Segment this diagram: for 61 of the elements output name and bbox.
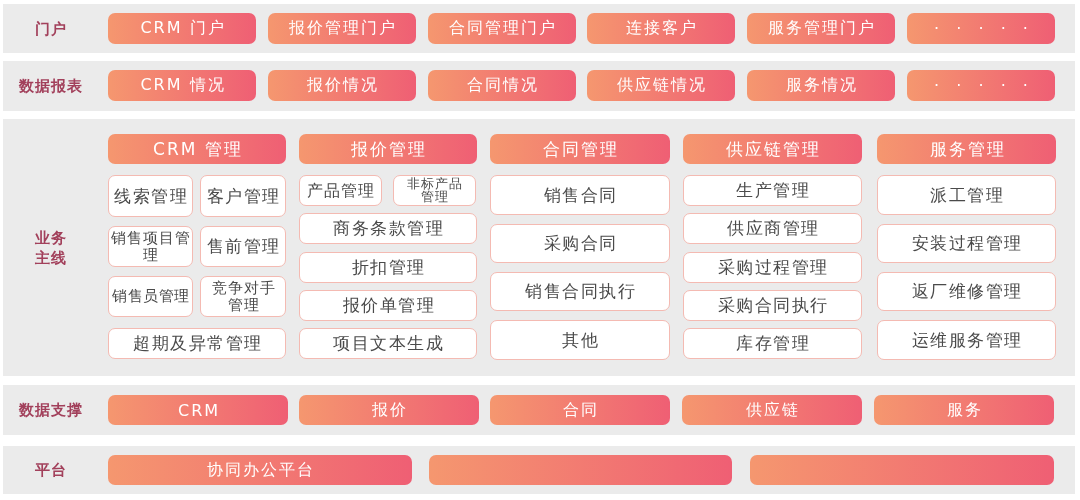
layer-band bbox=[3, 446, 1075, 494]
function-box: 销售员管理 bbox=[108, 276, 193, 317]
function-box: 报价单管理 bbox=[299, 290, 477, 321]
module-bar: 服务 bbox=[874, 395, 1054, 425]
module-bar: 合同情况 bbox=[428, 70, 576, 101]
layer-label: 数据报表 bbox=[19, 75, 83, 97]
module-bar: 供应链 bbox=[682, 395, 862, 425]
function-box: 采购合同 bbox=[490, 224, 670, 263]
layer-band bbox=[3, 385, 1075, 435]
platform-bar bbox=[429, 455, 732, 485]
module-bar: · · · · · bbox=[907, 70, 1055, 101]
column-header: 服务管理 bbox=[877, 134, 1056, 164]
function-box: 其他 bbox=[490, 320, 670, 360]
function-box: 销售合同 bbox=[490, 175, 670, 215]
column-header: 报价管理 bbox=[299, 134, 477, 164]
module-bar: CRM bbox=[108, 395, 288, 425]
module-bar: 连接客户 bbox=[587, 13, 735, 44]
function-box: 超期及异常管理 bbox=[108, 328, 286, 359]
function-box: 安装过程管理 bbox=[877, 224, 1056, 263]
function-box: 折扣管理 bbox=[299, 252, 477, 283]
function-box: 售前管理 bbox=[200, 226, 286, 267]
layer-label: 业务主线 bbox=[34, 227, 68, 268]
function-box: 产品管理 bbox=[299, 175, 382, 206]
function-box: 返厂维修管理 bbox=[877, 272, 1056, 311]
module-bar: 供应链情况 bbox=[587, 70, 735, 101]
function-box: 生产管理 bbox=[683, 175, 862, 206]
module-bar: 报价情况 bbox=[268, 70, 416, 101]
module-bar: 协同办公平台 bbox=[108, 455, 412, 485]
module-bar: 报价 bbox=[299, 395, 479, 425]
module-bar: 合同 bbox=[490, 395, 670, 425]
function-box: 销售合同执行 bbox=[490, 272, 670, 311]
function-box: 竞争对手管理 bbox=[200, 276, 286, 317]
layer-label: 门户 bbox=[35, 18, 67, 39]
column-header: 合同管理 bbox=[490, 134, 670, 164]
function-box: 采购过程管理 bbox=[683, 252, 862, 283]
module-bar: CRM 情况 bbox=[108, 70, 256, 101]
function-box: 采购合同执行 bbox=[683, 290, 862, 321]
function-box: 库存管理 bbox=[683, 328, 862, 359]
column-header: 供应链管理 bbox=[683, 134, 862, 164]
function-box: 非标产品管理 bbox=[393, 175, 476, 206]
module-bar: 合同管理门户 bbox=[428, 13, 576, 44]
function-box: 商务条款管理 bbox=[299, 213, 477, 244]
layer-band bbox=[3, 61, 1075, 111]
layer-label: 平台 bbox=[35, 459, 67, 481]
layer-label: 数据支撑 bbox=[19, 399, 83, 421]
layer-band bbox=[3, 119, 1075, 376]
module-bar: CRM 门户 bbox=[108, 13, 256, 44]
function-box: 供应商管理 bbox=[683, 213, 862, 244]
function-box: 销售项目管理 bbox=[108, 226, 193, 267]
layer-band bbox=[3, 4, 1075, 53]
function-box: 派工管理 bbox=[877, 175, 1056, 215]
function-box: 运维服务管理 bbox=[877, 320, 1056, 360]
column-header: CRM 管理 bbox=[108, 134, 286, 164]
function-box: 客户管理 bbox=[200, 175, 286, 217]
module-bar: · · · · · bbox=[907, 13, 1055, 44]
module-bar: 服务管理门户 bbox=[747, 13, 895, 44]
platform-bar bbox=[750, 455, 1054, 485]
function-box: 项目文本生成 bbox=[299, 328, 477, 359]
function-box: 线索管理 bbox=[108, 175, 193, 217]
module-bar: 报价管理门户 bbox=[268, 13, 416, 44]
module-bar: 服务情况 bbox=[747, 70, 895, 101]
